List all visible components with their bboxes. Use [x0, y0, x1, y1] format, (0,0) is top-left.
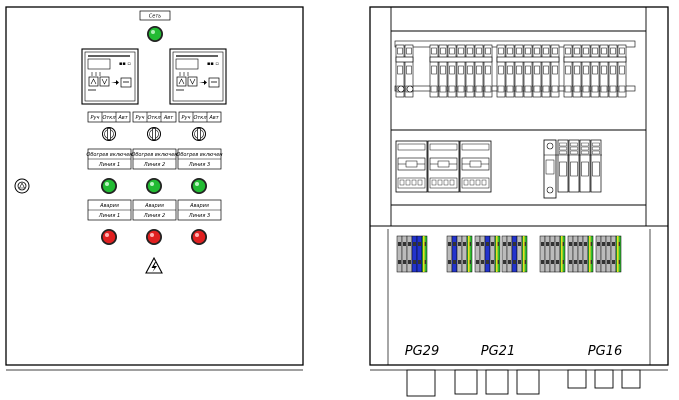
breaker-module [429, 44, 439, 98]
relay-module [590, 139, 602, 193]
mode-plate-2: Руч Откл Авт [132, 111, 177, 123]
alarm-label-plate-3: Авария Линия 3 [177, 199, 222, 221]
heater-label-plate-3: Обогрев включен Линия 3 [176, 148, 223, 170]
contactor-3 [459, 140, 492, 193]
heater-label-line1: Обогрев включен [131, 152, 178, 158]
breaker-module [608, 44, 618, 98]
gland-pg16-2 [594, 369, 614, 389]
breaker-module [447, 44, 457, 98]
breaker-module [563, 44, 573, 98]
alarm-label-line1: Авария [189, 203, 209, 209]
relay-group [543, 139, 602, 199]
gland-pg21-2 [485, 369, 509, 395]
alarm-lamp-3 [191, 229, 207, 245]
svg-text:▪▪ ▫: ▪▪ ▫ [119, 61, 131, 67]
din-rail-top [394, 40, 636, 98]
terminal-blocks [396, 235, 622, 273]
cable-glands [406, 369, 641, 397]
net-label-plate: Сеть [139, 10, 171, 21]
heater-label-line1: Обогрев включен [86, 152, 133, 158]
heater-label-line2: Линия 2 [143, 162, 165, 168]
alarm-label-plate-2: Авария Линия 2 [132, 199, 177, 221]
heater-lamp-3 [191, 178, 207, 194]
alarm-label-line2: Линия 2 [143, 213, 165, 219]
gland-pg21-1 [454, 369, 478, 395]
alarm-label-line1: Авария [144, 203, 164, 209]
alarm-lamp-2 [146, 229, 162, 245]
gland-label-pg21: PG21 [481, 344, 515, 359]
high-voltage-warning-icon [145, 256, 163, 274]
circuit-breaker-modules [395, 44, 627, 98]
breaker-module [572, 44, 582, 98]
gland-label-pg29: PG29 [405, 344, 439, 359]
mode-off-label: Откл [147, 115, 161, 121]
back-panel: PG29 PG21 PG16 [369, 6, 669, 397]
breaker-module [590, 44, 600, 98]
alarm-label-plate-1: Авария Линия 1 [87, 199, 132, 221]
gland-pg21-3 [516, 369, 540, 395]
breaker-module [438, 44, 448, 98]
svg-text:▪▪ ▫: ▪▪ ▫ [207, 61, 219, 67]
mode-manual-label: Руч [91, 115, 100, 121]
heater-lamp-2 [146, 178, 162, 194]
mode-auto-label: Авт [208, 115, 219, 121]
breaker-module [599, 44, 609, 98]
breaker-module [523, 44, 533, 98]
mode-off-label: Откл [193, 115, 207, 121]
mode-manual-label: Руч [182, 115, 191, 121]
gland-pg16-3 [621, 369, 641, 389]
gland-pg29 [406, 369, 436, 397]
breaker-module [514, 44, 524, 98]
breaker-module [505, 44, 515, 98]
net-label: Сеть [149, 14, 161, 20]
heater-lamp-1 [101, 178, 117, 194]
mode-auto-label: Авт [117, 115, 128, 121]
mode-manual-label: Руч [136, 115, 145, 121]
breaker-module [483, 44, 493, 98]
door-lock-icon[interactable] [14, 178, 30, 194]
terminal-block [396, 235, 428, 273]
relay-module [557, 139, 569, 193]
breaker-module [465, 44, 475, 98]
mode-off-label: Откл [102, 115, 116, 121]
controller-right: ▪▪ ▫ [169, 48, 227, 105]
breaker-module [456, 44, 466, 98]
heater-label-line1: Обогрев включен [176, 152, 223, 158]
mode-auto-label: Авт [163, 115, 174, 121]
breaker-module [496, 44, 506, 98]
mode-plate-1: Руч Откл Авт [87, 111, 131, 123]
contactor-1 [395, 140, 428, 193]
alarm-label-line2: Линия 1 [98, 213, 120, 219]
heater-label-plate-1: Обогрев включен Линия 1 [86, 148, 133, 170]
relay-module [579, 139, 591, 193]
heater-label-line2: Линия 1 [98, 162, 120, 168]
gland-pg16-1 [567, 369, 587, 389]
breaker-module [532, 44, 542, 98]
mode-selector-knob-1[interactable] [102, 127, 116, 141]
breaker-module [541, 44, 551, 98]
net-indicator-lamp [147, 26, 163, 42]
contactor-group [395, 140, 492, 193]
alarm-label-line1: Авария [99, 203, 119, 209]
mode-plate-3: Руч Откл Авт [178, 111, 222, 123]
breaker-module [581, 44, 591, 98]
gland-label-pg16: PG16 [588, 344, 622, 359]
heater-label-plate-2: Обогрев включен Линия 2 [131, 148, 178, 170]
breaker-module [474, 44, 484, 98]
heater-label-line2: Линия 3 [188, 162, 210, 168]
alarm-lamp-1 [101, 229, 117, 245]
mode-selector-knob-2[interactable] [147, 127, 161, 141]
front-panel: Сеть ▪▪ ▫ ▪▪ [5, 6, 304, 371]
contactor-2 [427, 140, 460, 193]
breaker-module [617, 44, 627, 98]
alarm-label-line2: Линия 3 [188, 213, 210, 219]
relay-module [568, 139, 580, 193]
breaker-module [550, 44, 560, 98]
mode-selector-knob-3[interactable] [192, 127, 206, 141]
controller-left: ▪▪ ▫ [81, 48, 139, 105]
